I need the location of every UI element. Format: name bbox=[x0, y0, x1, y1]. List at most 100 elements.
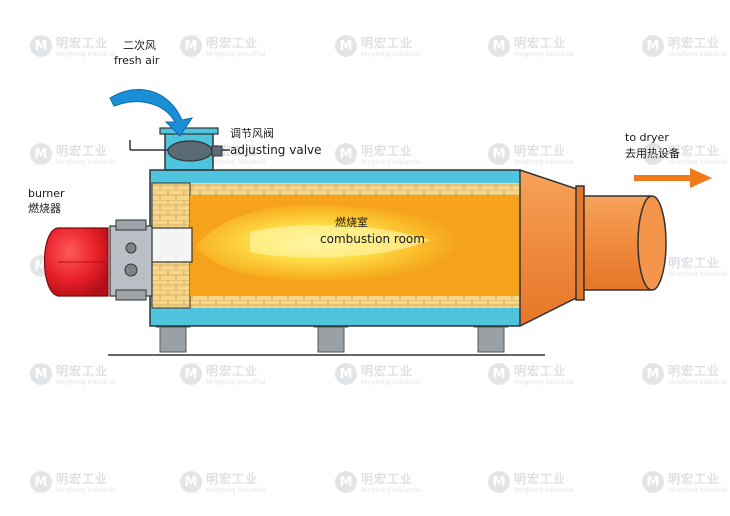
watermark-text: 明宏工业 bbox=[361, 36, 414, 50]
outlet-pipe-end bbox=[637, 195, 667, 291]
watermark-text: 明宏工业 bbox=[361, 472, 414, 486]
burner-label-cn: 燃烧器 bbox=[28, 202, 61, 215]
watermark-subtext: Minghong Industrial bbox=[206, 51, 266, 58]
fresh-air-arrow bbox=[109, 89, 194, 137]
watermark-text: 明宏工业 bbox=[514, 364, 567, 378]
fresh-air-label-cn: 二次风 bbox=[123, 39, 156, 52]
watermark-subtext: Minghong Industrial bbox=[206, 159, 266, 166]
watermark-text: 明宏工业 bbox=[56, 364, 109, 378]
brick-lining-top bbox=[152, 183, 520, 195]
burner bbox=[43, 219, 193, 301]
watermark-subtext: Minghong Industrial bbox=[361, 379, 421, 386]
watermark-logo-icon: M bbox=[642, 363, 664, 385]
watermark-logo-icon: M bbox=[642, 35, 664, 57]
watermark-text: 明宏工业 bbox=[514, 36, 567, 50]
watermark-logo-icon: M bbox=[30, 35, 52, 57]
air-inlet-flange bbox=[159, 127, 219, 135]
watermark-subtext: Minghong Industrial bbox=[361, 487, 421, 494]
watermark-text: 明宏工业 bbox=[514, 472, 567, 486]
valve-label-cn: 调节风阀 bbox=[230, 127, 274, 140]
flame-tip bbox=[250, 225, 430, 258]
watermark-text: 明宏工业 bbox=[668, 144, 721, 158]
watermark-text: 明宏工业 bbox=[56, 144, 109, 158]
watermark-logo-icon: M bbox=[488, 35, 510, 57]
watermark-text: 明宏工业 bbox=[668, 364, 721, 378]
dryer-label-cn: 去用热设备 bbox=[625, 147, 680, 160]
watermark-logo-icon: M bbox=[180, 471, 202, 493]
watermark-subtext: Minghong Industrial bbox=[206, 379, 266, 386]
watermark-text: 明宏工业 bbox=[668, 472, 721, 486]
watermark-text: 明宏工业 bbox=[56, 472, 109, 486]
watermark-subtext: Minghong Industrial bbox=[514, 487, 574, 494]
watermark-logo-icon: M bbox=[335, 363, 357, 385]
watermark-logo-icon: M bbox=[180, 35, 202, 57]
watermark-logo-icon: M bbox=[335, 143, 357, 165]
watermark-text: 明宏工业 bbox=[668, 36, 721, 50]
valve-label-en: adjusting valve bbox=[230, 143, 322, 157]
watermark-logo-icon: M bbox=[488, 471, 510, 493]
adjusting-valve bbox=[129, 140, 230, 162]
watermark-text: 明宏工业 bbox=[514, 144, 567, 158]
watermark-text: 明宏工业 bbox=[668, 256, 721, 270]
watermark-logo-icon: M bbox=[30, 471, 52, 493]
watermark-text: 明宏工业 bbox=[206, 364, 259, 378]
burner-label-en: burner bbox=[28, 187, 65, 200]
outlet-cone bbox=[519, 168, 581, 328]
watermark-subtext: Minghong Industrial bbox=[668, 271, 728, 278]
watermark-text: 明宏工业 bbox=[361, 144, 414, 158]
watermark-logo-icon: M bbox=[335, 471, 357, 493]
watermark-logo-icon: M bbox=[488, 363, 510, 385]
watermark-logo-icon: M bbox=[335, 35, 357, 57]
watermark-text: 明宏工业 bbox=[361, 364, 414, 378]
watermark-subtext: Minghong Industrial bbox=[668, 379, 728, 386]
watermark-text: 明宏工业 bbox=[206, 472, 259, 486]
watermark-logo-icon: M bbox=[642, 143, 664, 165]
dryer-arrow bbox=[634, 168, 712, 188]
watermark-subtext: Minghong Industrial bbox=[56, 379, 116, 386]
watermark-subtext: Minghong Industrial bbox=[668, 487, 728, 494]
watermark-text: 明宏工业 bbox=[206, 36, 259, 50]
watermark-subtext: Minghong Industrial bbox=[361, 51, 421, 58]
watermark-subtext: Minghong Industrial bbox=[56, 51, 116, 58]
dryer-label-en: to dryer bbox=[625, 131, 669, 144]
watermark-subtext: Minghong Industrial bbox=[56, 159, 116, 166]
brick-lining-bottom bbox=[152, 296, 520, 308]
chamber-label-cn: 燃烧室 bbox=[335, 216, 368, 229]
watermark-subtext: Minghong Industrial bbox=[514, 159, 574, 166]
outlet-flange bbox=[575, 185, 585, 301]
watermark-subtext: Minghong Industrial bbox=[361, 159, 421, 166]
watermark-logo-icon: M bbox=[30, 143, 52, 165]
watermark-subtext: Minghong Industrial bbox=[668, 159, 728, 166]
watermark-subtext: Minghong Industrial bbox=[206, 487, 266, 494]
watermark-logo-icon: M bbox=[642, 471, 664, 493]
chamber-label-en: combustion room bbox=[320, 232, 425, 246]
watermark-subtext: Minghong Industrial bbox=[514, 51, 574, 58]
fresh-air-label-en: fresh air bbox=[114, 54, 160, 67]
watermark-subtext: Minghong Industrial bbox=[668, 51, 728, 58]
watermark-text: 明宏工业 bbox=[56, 36, 109, 50]
watermark-logo-icon: M bbox=[180, 363, 202, 385]
watermark-logo-icon: M bbox=[30, 363, 52, 385]
watermark-subtext: Minghong Industrial bbox=[514, 379, 574, 386]
